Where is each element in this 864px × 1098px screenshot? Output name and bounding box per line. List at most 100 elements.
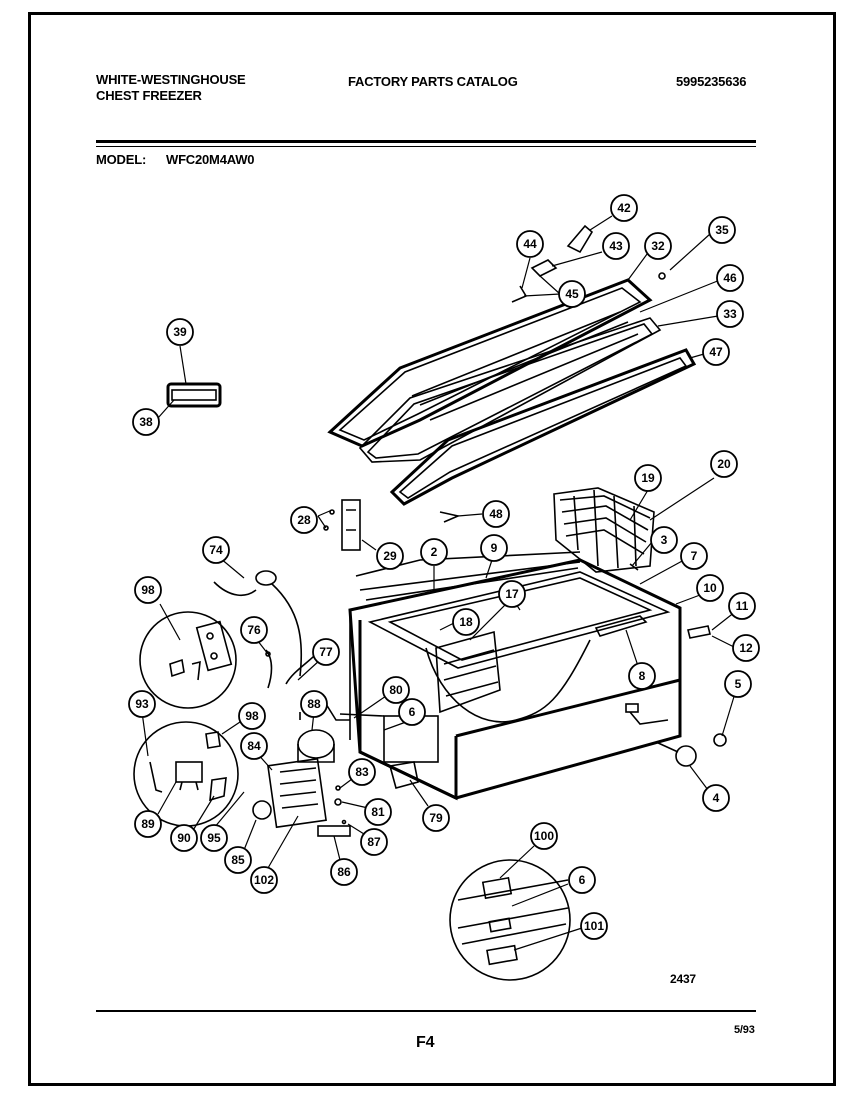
- detail-circle-labels: [449, 859, 571, 981]
- callout: 4: [702, 784, 730, 812]
- callout: 80: [382, 676, 410, 704]
- callout-label: 102: [254, 873, 274, 887]
- callout-label: 3: [661, 533, 668, 547]
- callout: 8: [628, 662, 656, 690]
- callout: 89: [134, 810, 162, 838]
- model-label: MODEL:: [96, 152, 147, 167]
- power-cord-and-tubing: [213, 570, 323, 689]
- callout: 11: [728, 592, 756, 620]
- callout-group: 42 44 43 32 35 46 45 33 47 39 38 19 20 2…: [128, 194, 760, 940]
- callout: 32: [644, 232, 672, 260]
- callout: 95: [200, 824, 228, 852]
- callout-label: 2: [431, 545, 438, 559]
- callout-label: 4: [713, 791, 720, 805]
- callout: 17: [498, 580, 526, 608]
- callout: 2: [420, 538, 448, 566]
- callout-label: 100: [534, 829, 554, 843]
- callout-label: 10: [703, 581, 717, 595]
- callout: 98: [238, 702, 266, 730]
- callout: 79: [422, 804, 450, 832]
- callout: 39: [166, 318, 194, 346]
- model-value: WFC20M4AW0: [166, 152, 255, 167]
- callout: 100: [530, 822, 558, 850]
- callout: 7: [680, 542, 708, 570]
- callout: 6: [568, 866, 596, 894]
- callout: 81: [364, 798, 392, 826]
- callout-label: 83: [355, 765, 369, 779]
- callout: 29: [376, 542, 404, 570]
- callout: 90: [170, 824, 198, 852]
- detail-circle-98: [139, 611, 237, 709]
- callout: 44: [516, 230, 544, 258]
- callout: 98: [134, 576, 162, 604]
- header-rule-thin: [96, 146, 756, 147]
- callout-label: 6: [579, 873, 586, 887]
- callout: 38: [132, 408, 160, 436]
- callout: 3: [650, 526, 678, 554]
- brand-line-2: CHEST FREEZER: [96, 88, 202, 103]
- freezer-cabinet: [348, 551, 711, 801]
- callout: 33: [716, 300, 744, 328]
- callout-label: 5: [735, 677, 742, 691]
- callout-label: 39: [173, 325, 187, 339]
- callout-label: 33: [723, 307, 737, 321]
- callout-label: 87: [367, 835, 381, 849]
- callout-label: 90: [177, 831, 191, 845]
- callout-label: 28: [297, 513, 311, 527]
- callout-label: 84: [247, 739, 261, 753]
- callout: 43: [602, 232, 630, 260]
- header-rule-thick: [96, 140, 756, 143]
- lid-assembly: [327, 278, 697, 506]
- callout-label: 19: [641, 471, 655, 485]
- callout-label: 98: [141, 583, 155, 597]
- callout-label: 86: [337, 865, 351, 879]
- callout-label: 9: [491, 541, 498, 555]
- callout-label: 44: [523, 237, 537, 251]
- callout: 83: [348, 758, 376, 786]
- callout-label: 46: [723, 271, 737, 285]
- callout-label: 101: [584, 919, 604, 933]
- callout-label: 18: [459, 615, 473, 629]
- callout-label: 7: [691, 549, 698, 563]
- callout-label: 79: [429, 811, 443, 825]
- callout: 20: [710, 450, 738, 478]
- callout: 76: [240, 616, 268, 644]
- callout-label: 80: [389, 683, 403, 697]
- callout-label: 42: [617, 201, 631, 215]
- callout-label: 45: [565, 287, 579, 301]
- callout-label: 93: [135, 697, 149, 711]
- callout: 6: [398, 698, 426, 726]
- callout: 45: [558, 280, 586, 308]
- callout-label: 43: [609, 239, 623, 253]
- callout: 88: [300, 690, 328, 718]
- callout-label: 77: [319, 645, 333, 659]
- callout: 86: [330, 858, 358, 886]
- callout-label: 89: [141, 817, 155, 831]
- callout: 93: [128, 690, 156, 718]
- callout-label: 74: [209, 543, 223, 557]
- callout-label: 6: [409, 705, 416, 719]
- callout: 9: [480, 534, 508, 562]
- callout-label: 17: [505, 587, 519, 601]
- callout-label: 29: [383, 549, 397, 563]
- callout: 18: [452, 608, 480, 636]
- drawing-number: 2437: [670, 972, 696, 986]
- catalog-title: FACTORY PARTS CATALOG: [348, 74, 518, 89]
- callout-label: 98: [245, 709, 259, 723]
- drain-and-leveling: [655, 733, 727, 767]
- callout: 74: [202, 536, 230, 564]
- catalog-number: 5995235636: [676, 74, 747, 89]
- callout: 47: [702, 338, 730, 366]
- callout: 101: [580, 912, 608, 940]
- callout: 28: [290, 506, 318, 534]
- callout-label: 32: [651, 239, 665, 253]
- callout: 48: [482, 500, 510, 528]
- callout: 85: [224, 846, 252, 874]
- callout: 87: [360, 828, 388, 856]
- callout-label: 20: [717, 457, 731, 471]
- callout: 10: [696, 574, 724, 602]
- compressor-area: [252, 703, 419, 837]
- callout-label: 11: [736, 599, 749, 613]
- callout: 77: [312, 638, 340, 666]
- callout-label: 85: [231, 853, 245, 867]
